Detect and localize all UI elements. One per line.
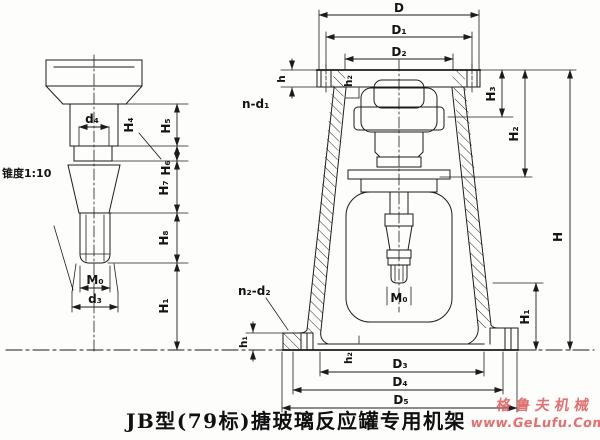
- watermark-url: www.GeLufu.Com: [469, 416, 600, 431]
- watermark: 格鲁夫机械 www.GeLufu.Com: [469, 396, 600, 431]
- dim-label-H7: H₇: [157, 180, 171, 195]
- dim-label-H2: H₂: [507, 126, 521, 141]
- left-foot-section: [283, 333, 301, 350]
- dim-label-H: H: [551, 232, 565, 242]
- watermark-company: 格鲁夫机械: [495, 396, 595, 414]
- dim-label-h: h: [276, 75, 288, 82]
- shaft-detail-view: d₄ H₄ H₅ H₆ H₇ H₈ H₁ M₀ d₃ 锥度1:10: [2, 54, 189, 353]
- drive-top-block: [373, 79, 425, 109]
- dim-label-h1: h₁: [238, 336, 250, 348]
- bolt-note-top: n-d₁: [242, 97, 269, 111]
- dim-label-D5: D₅: [393, 393, 408, 407]
- shaft-thread-tip: [390, 264, 408, 284]
- right-wall-section: [452, 70, 491, 328]
- dim-label-M0-main: M₀: [390, 291, 407, 305]
- dim-label-h2-top: h₂: [343, 75, 355, 87]
- dim-label-d4: d₄: [85, 112, 99, 126]
- dim-label-H5: H₅: [159, 118, 173, 133]
- left-wall-section: [307, 70, 346, 333]
- dim-label-d3: d₃: [88, 292, 102, 306]
- coupling-step: [376, 156, 422, 168]
- bolt-note-base: n₂-d₂: [238, 284, 271, 298]
- stand-section-view: D D₁ D₂: [238, 1, 577, 413]
- dim-label-D2: D₂: [391, 45, 406, 59]
- dim-label-H1-main: H₁: [518, 309, 532, 324]
- dim-label-D4: D₄: [392, 375, 407, 389]
- taper-note: 锥度1:10: [2, 166, 52, 180]
- dim-label-H6: H₆: [159, 160, 173, 175]
- dim-label-H1-left: H₁: [157, 298, 171, 313]
- dim-label-H3: H₃: [484, 86, 498, 101]
- dim-label-M0-left: M₀: [86, 273, 103, 287]
- dim-label-D3: D₃: [392, 357, 407, 371]
- coupling-flange: [353, 106, 445, 131]
- dim-label-h2-base: h₂: [343, 352, 355, 364]
- dim-label-H8: H₈: [157, 230, 171, 245]
- dim-label-D1: D₁: [391, 23, 406, 37]
- drawing-caption: JB型(79标)搪玻璃反应罐专用机架: [124, 409, 466, 433]
- dim-label-H4: H₄: [122, 117, 136, 132]
- dim-label-D: D: [394, 1, 404, 15]
